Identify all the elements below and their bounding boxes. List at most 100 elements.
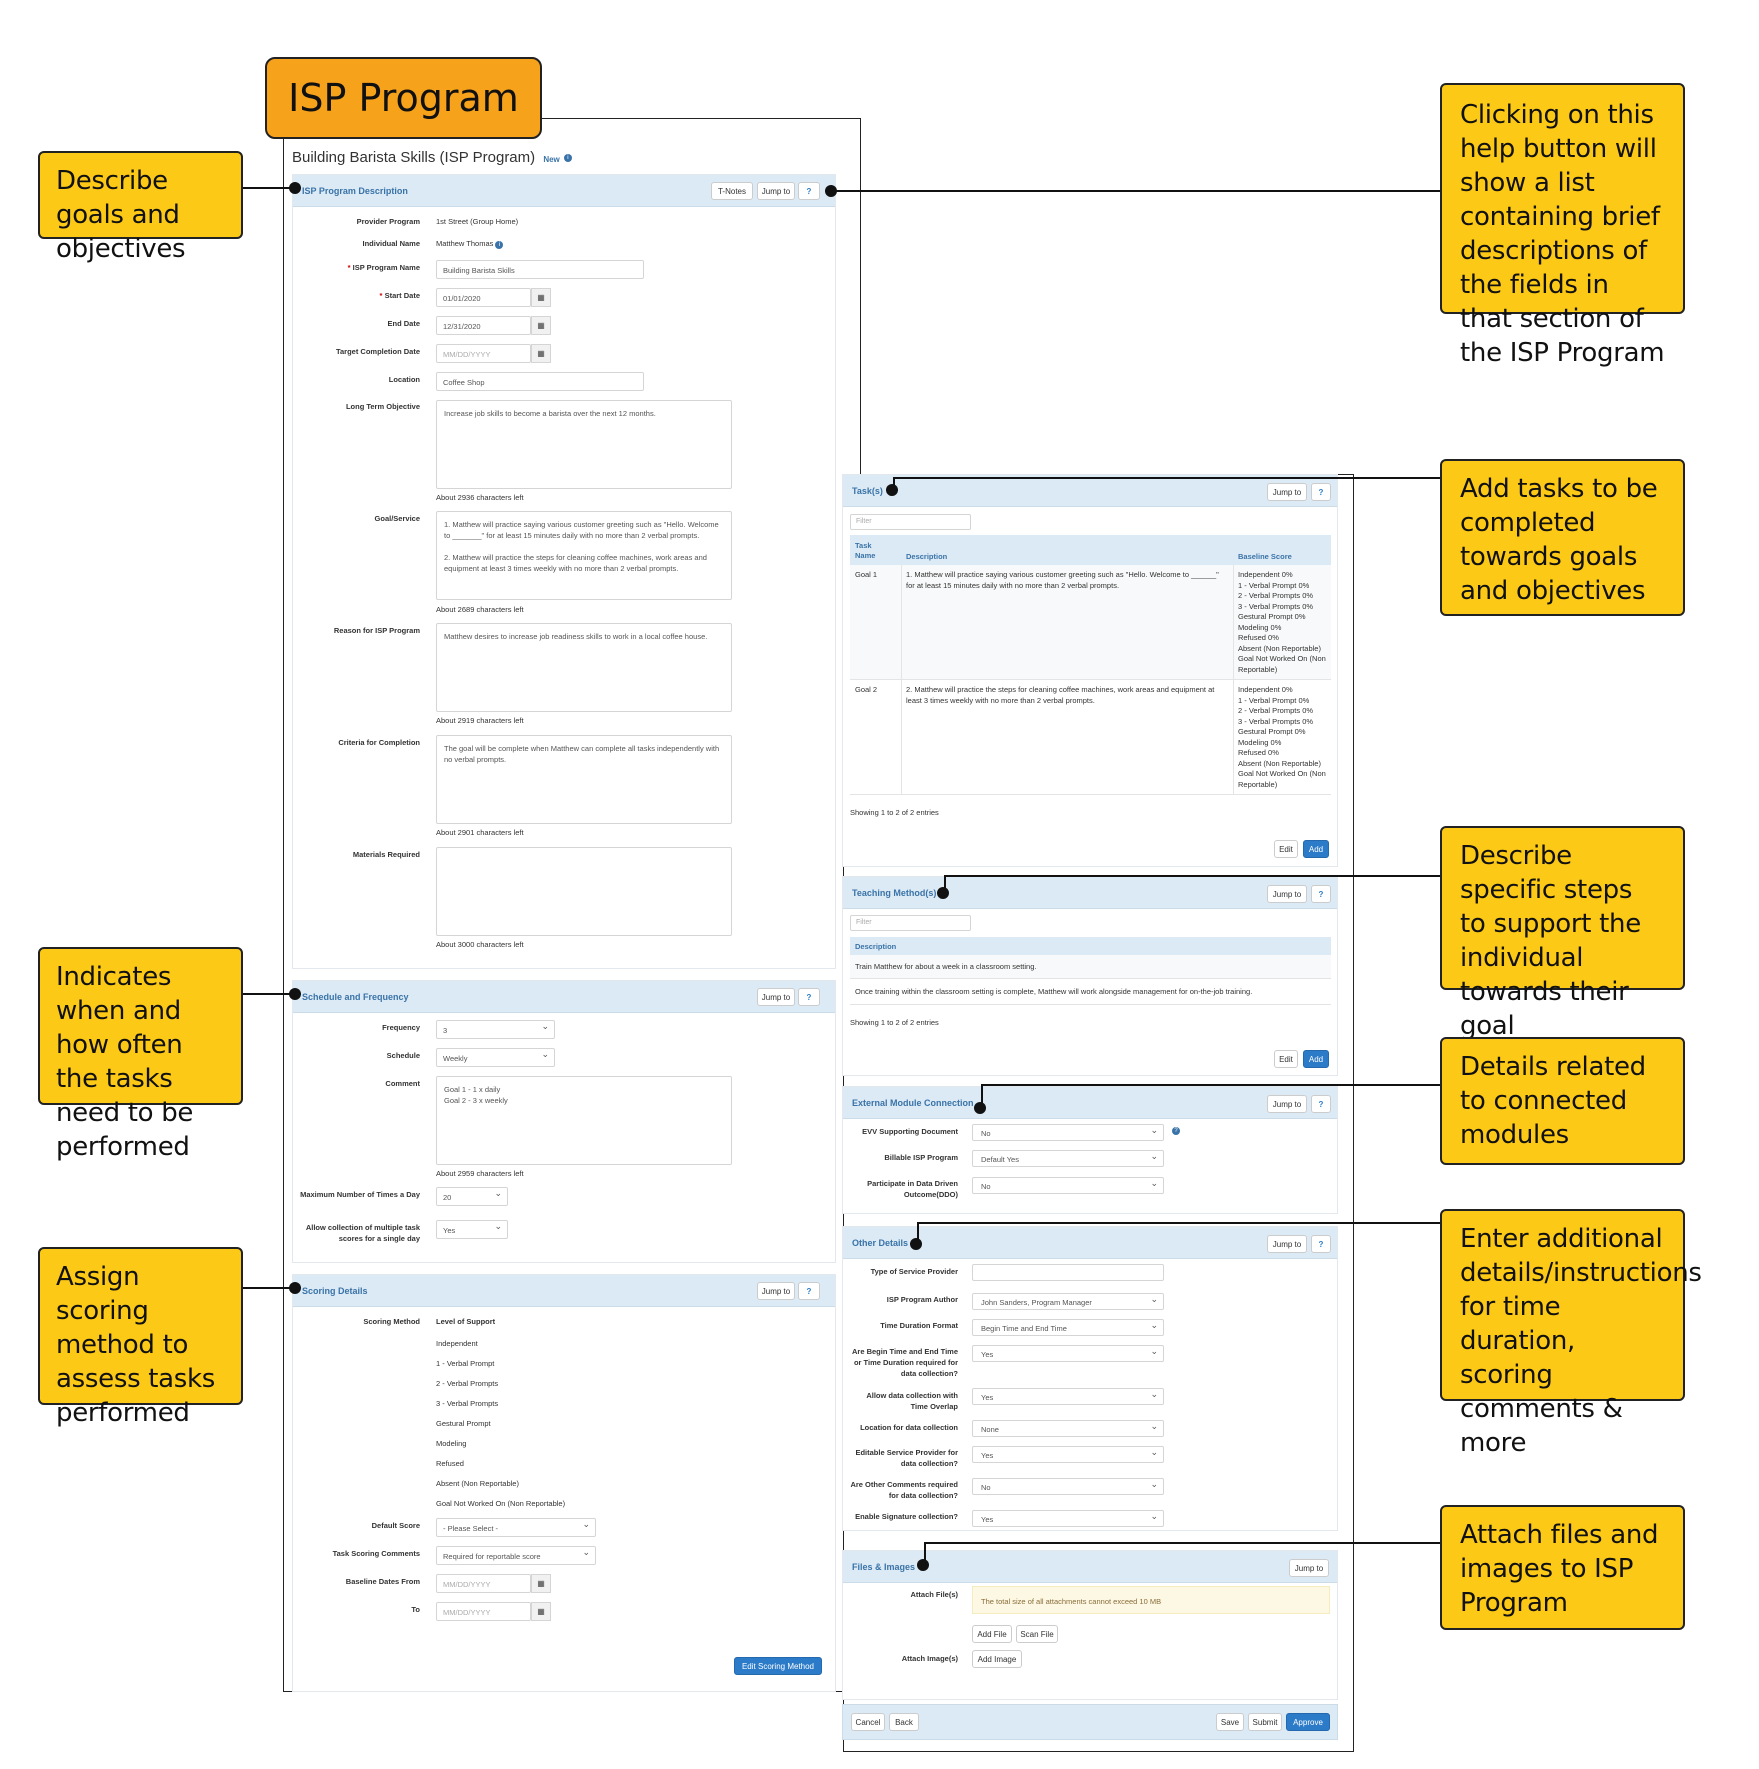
other-comments-label: Are Other Comments required for data col…	[850, 1480, 958, 1500]
col-description[interactable]: Description	[855, 942, 897, 951]
filter-input[interactable]: Filter	[850, 514, 971, 530]
teaching-table-header	[850, 937, 1331, 955]
task-score-cell: Independent 0% 1 - Verbal Prompt 0% 2 - …	[1238, 570, 1326, 674]
calendar-icon[interactable]: ▦	[531, 1574, 551, 1593]
table-row	[850, 565, 1331, 680]
location-collection-label: Location for data collection	[860, 1423, 958, 1432]
materials-textarea[interactable]	[436, 847, 732, 936]
panel-title: Task(s)	[852, 486, 883, 496]
ddo-select[interactable]: No	[972, 1177, 1164, 1194]
connector-dot	[289, 1282, 301, 1294]
isp-name-label: * ISP Program Name	[300, 262, 420, 273]
comment-textarea[interactable]: Goal 1 - 1 x daily Goal 2 - 3 x weekly	[436, 1076, 732, 1165]
jump-to-button[interactable]: Jump to	[757, 1282, 795, 1300]
help-button[interactable]: ?	[1311, 885, 1331, 903]
panel-header: Other Details Jump to ?	[843, 1227, 1337, 1259]
billable-select[interactable]: Default Yes	[972, 1150, 1164, 1167]
jump-to-button[interactable]: Jump to	[1267, 483, 1307, 501]
calendar-icon[interactable]: ▦	[531, 288, 551, 307]
target-completion-label: Target Completion Date	[335, 347, 420, 356]
long-term-objective-textarea[interactable]: Increase job skills to become a barista …	[436, 400, 732, 489]
baseline-from-input[interactable]: MM/DD/YYYY	[436, 1574, 531, 1593]
baseline-to-input[interactable]: MM/DD/YYYY	[436, 1602, 531, 1621]
individual-name-text: Matthew Thomas	[436, 239, 494, 248]
tnotes-button[interactable]: T-Notes	[711, 182, 753, 200]
scoring-panel: Scoring Details Jump to ?	[292, 1274, 836, 1692]
frequency-select[interactable]: 3	[436, 1020, 555, 1039]
add-button[interactable]: Add	[1303, 1050, 1329, 1068]
back-button[interactable]: Back	[889, 1713, 919, 1731]
scan-file-button[interactable]: Scan File	[1016, 1625, 1058, 1643]
connector-dot	[917, 1559, 929, 1571]
add-button[interactable]: Add	[1303, 840, 1329, 858]
task-scoring-comments-select[interactable]: Required for reportable score	[436, 1546, 596, 1565]
jump-to-button[interactable]: Jump to	[757, 182, 795, 200]
allow-multiple-select[interactable]: Yes	[436, 1220, 508, 1239]
save-button[interactable]: Save	[1216, 1713, 1244, 1731]
calendar-icon[interactable]: ▦	[531, 316, 551, 335]
page-header-title: Building Barista Skills (ISP Program)	[292, 149, 536, 166]
col-task-name[interactable]: Task Name	[855, 541, 876, 560]
baseline-to-label: To	[411, 1605, 420, 1614]
goal-service-textarea[interactable]: 1. Matthew will practice saying various …	[436, 511, 732, 600]
jump-to-button[interactable]: Jump to	[1267, 885, 1307, 903]
help-button[interactable]: ?	[1311, 483, 1331, 501]
entries-info: Showing 1 to 2 of 2 entries	[850, 1018, 939, 1027]
submit-button[interactable]: Submit	[1248, 1713, 1282, 1731]
jump-to-button[interactable]: Jump to	[1289, 1559, 1329, 1577]
help-button[interactable]: ?	[798, 182, 820, 200]
isp-name-input[interactable]: Building Barista Skills	[436, 260, 644, 279]
char-count: About 2936 characters left	[436, 493, 524, 502]
evv-select[interactable]: No	[972, 1124, 1164, 1141]
start-date-label-text: Start Date	[384, 291, 420, 300]
schedule-select[interactable]: Weekly	[436, 1048, 555, 1067]
help-button[interactable]: ?	[798, 1282, 820, 1300]
time-duration-format-select[interactable]: Begin Time and End Time	[972, 1319, 1164, 1336]
table-row	[850, 955, 1331, 979]
time-required-select[interactable]: Yes	[972, 1345, 1164, 1362]
col-description[interactable]: Description	[906, 552, 948, 561]
program-author-select[interactable]: John Sanders, Program Manager	[972, 1293, 1164, 1310]
calendar-icon[interactable]: ▦	[531, 1602, 551, 1621]
reason-textarea[interactable]: Matthew desires to increase job readines…	[436, 623, 732, 712]
other-comments-select[interactable]: No	[972, 1478, 1164, 1495]
signature-select[interactable]: Yes	[972, 1510, 1164, 1527]
location-input[interactable]: Coffee Shop	[436, 372, 644, 391]
panel-header: ISP Program Description T-Notes Jump to …	[293, 175, 835, 207]
time-duration-format-label: Time Duration Format	[880, 1321, 958, 1330]
add-image-button[interactable]: Add Image	[972, 1650, 1022, 1668]
add-file-button[interactable]: Add File	[972, 1625, 1012, 1643]
time-overlap-select[interactable]: Yes	[972, 1388, 1164, 1405]
cancel-button[interactable]: Cancel	[851, 1713, 885, 1731]
jump-to-button[interactable]: Jump to	[1267, 1235, 1307, 1253]
calendar-icon[interactable]: ▦	[531, 344, 551, 363]
jump-to-button[interactable]: Jump to	[757, 988, 795, 1006]
info-icon[interactable]: ?	[1172, 1127, 1180, 1135]
level-item: Modeling	[436, 1439, 467, 1448]
individual-info-icon[interactable]: i	[495, 241, 504, 249]
criteria-textarea[interactable]: The goal will be complete when Matthew c…	[436, 735, 732, 824]
level-item: Absent (Non Reportable)	[436, 1479, 519, 1488]
help-button[interactable]: ?	[1311, 1095, 1331, 1113]
edit-button[interactable]: Edit	[1274, 840, 1298, 858]
editable-provider-select[interactable]: Yes	[972, 1446, 1164, 1463]
edit-scoring-method-button[interactable]: Edit Scoring Method	[734, 1657, 822, 1675]
level-item: 2 - Verbal Prompts	[436, 1379, 499, 1388]
col-baseline-score[interactable]: Baseline Score	[1238, 552, 1292, 561]
location-collection-select[interactable]: None	[972, 1420, 1164, 1437]
service-provider-type-input[interactable]	[972, 1264, 1164, 1281]
default-score-select[interactable]: - Please Select -	[436, 1518, 596, 1537]
schedule-label: Schedule	[386, 1051, 420, 1060]
target-completion-input[interactable]: MM/DD/YYYY	[436, 344, 531, 363]
end-date-input[interactable]: 12/31/2020	[436, 316, 531, 335]
help-button[interactable]: ?	[798, 988, 820, 1006]
connector-line	[917, 1222, 1440, 1224]
filter-input[interactable]: Filter	[850, 915, 971, 931]
approve-button[interactable]: Approve	[1286, 1713, 1330, 1731]
edit-button[interactable]: Edit	[1274, 1050, 1298, 1068]
start-date-input[interactable]: 01/01/2020	[436, 288, 531, 307]
help-button[interactable]: ?	[1311, 1235, 1331, 1253]
max-times-select[interactable]: 20	[436, 1187, 508, 1206]
jump-to-button[interactable]: Jump to	[1267, 1095, 1307, 1113]
task-name-cell: Goal 1	[855, 570, 878, 579]
